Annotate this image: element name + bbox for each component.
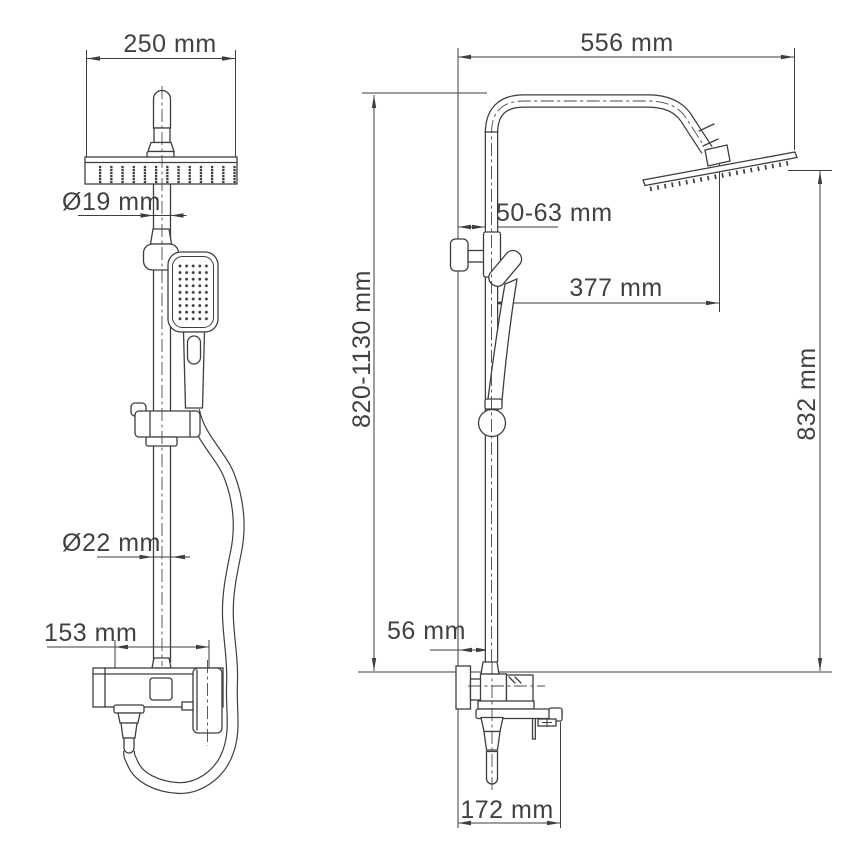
dim-arm-width-label: 556 mm xyxy=(580,29,673,57)
mixer-spout-side xyxy=(480,716,504,785)
dim-lower-pipe-diameter xyxy=(97,554,190,560)
head-joint-side xyxy=(704,144,731,167)
dim-inlet-spacing-label: 153 mm xyxy=(44,619,137,647)
dim-head-center-offset-label: 377 mm xyxy=(569,274,662,302)
slider-clamp-front xyxy=(130,402,201,447)
dim-head-width-label: 250 mm xyxy=(123,30,216,58)
front-view: 250 mm Ø19 mm Ø22 mm 153 mm xyxy=(44,30,245,795)
dim-lower-wall-clearance xyxy=(430,647,489,653)
overhead-shower-side xyxy=(642,151,798,192)
nozzle-field-front xyxy=(99,165,236,184)
dim-column-height xyxy=(362,92,487,671)
mixer-side xyxy=(455,661,563,785)
dim-column-height-label: 820-1130 mm xyxy=(348,270,376,428)
dim-arm-width xyxy=(458,48,795,150)
dim-lower-pipe-diameter-label: Ø22 mm xyxy=(62,529,161,557)
dim-mixer-depth xyxy=(458,722,561,828)
dim-upper-pipe-diameter-label: Ø19 mm xyxy=(62,188,161,216)
riser-and-arm-side xyxy=(484,94,719,662)
side-view: 556 mm 50-63 mm 377 mm 820-1130 mm 832 m… xyxy=(348,29,832,828)
centerline-side xyxy=(491,100,705,662)
slider-knob-side xyxy=(477,408,507,438)
diverter-front xyxy=(149,677,173,701)
dim-head-to-base-height-label: 832 mm xyxy=(793,347,821,440)
dim-wall-clearance-label: 50-63 mm xyxy=(496,199,613,227)
dim-mixer-depth-label: 172 mm xyxy=(460,796,553,824)
hose-connector-front xyxy=(113,704,145,754)
dim-head-to-base-height xyxy=(788,170,832,671)
shower-hose-front xyxy=(123,408,245,795)
top-connector-front xyxy=(146,89,175,159)
hand-shower-button-front xyxy=(186,335,202,365)
hand-shower-side xyxy=(477,249,523,438)
overhead-shower-front xyxy=(84,156,238,185)
dim-wall-clearance xyxy=(458,224,558,230)
hand-shower-front xyxy=(167,251,219,409)
dim-upper-pipe-diameter xyxy=(78,213,187,218)
dim-head-width xyxy=(86,50,236,157)
dim-lower-wall-clearance-label: 56 mm xyxy=(387,617,466,645)
mixer-front xyxy=(92,657,224,754)
